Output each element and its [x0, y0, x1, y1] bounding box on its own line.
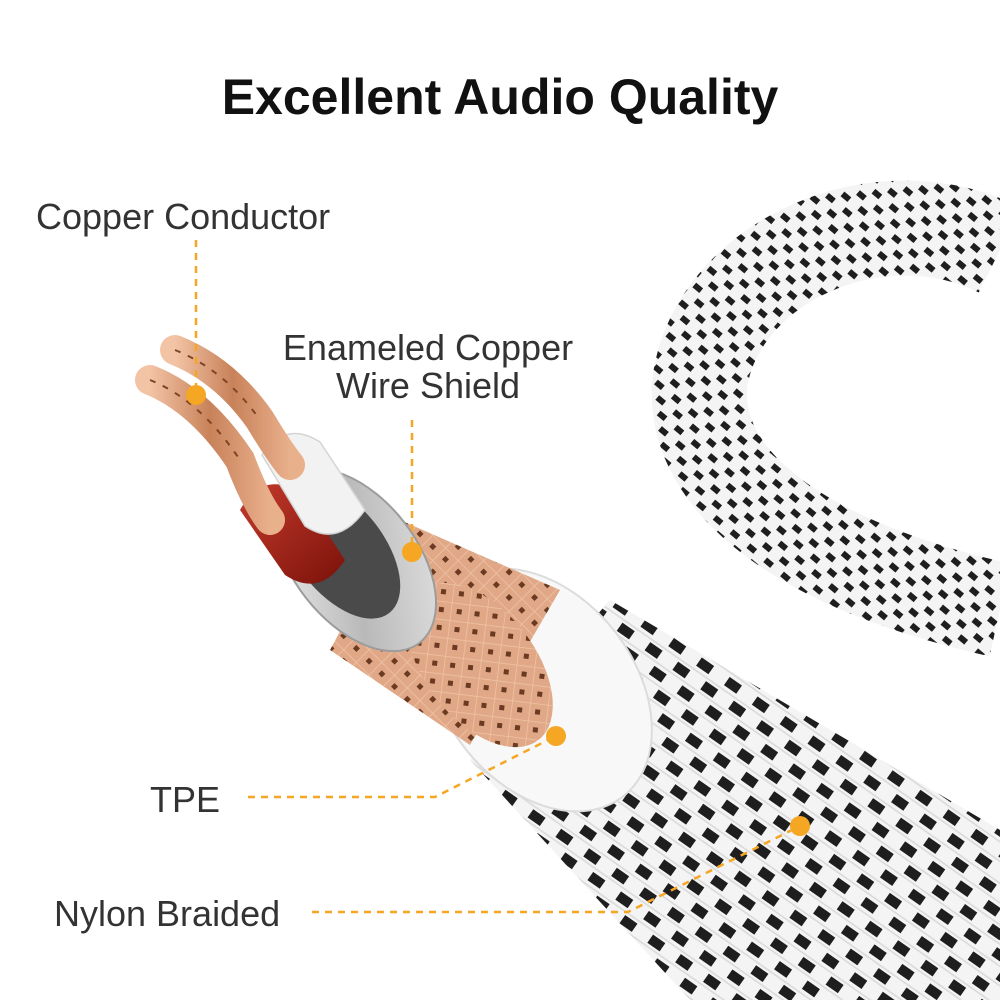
- copper-strands: [135, 335, 305, 535]
- label-nylon-braided: Nylon Braided: [54, 893, 281, 934]
- callout-lines: [194, 240, 801, 914]
- callout-dot-copper-conductor: [186, 385, 206, 405]
- coiled-cable-background: [651, 180, 1000, 657]
- diagram-title: Excellent Audio Quality: [221, 69, 779, 125]
- callout-dot-tpe: [546, 726, 566, 746]
- label-enameled-line2: Wire Shield: [335, 365, 521, 406]
- callout-dot-nylon: [790, 816, 810, 836]
- label-enameled-line1: Enameled Copper: [282, 327, 574, 368]
- label-tpe: TPE: [150, 779, 221, 820]
- callout-dot-enameled-shield: [402, 542, 422, 562]
- label-copper-conductor: Copper Conductor: [36, 196, 331, 237]
